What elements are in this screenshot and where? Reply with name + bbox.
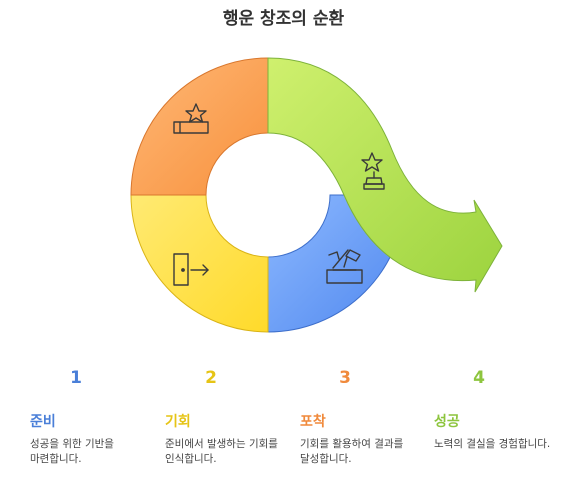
exit-door-icon bbox=[173, 253, 209, 286]
diagram-title: 행운 창조의 순환 bbox=[222, 9, 345, 29]
step-description: 준비에서 발생하는 기회를 인식합니다. bbox=[165, 438, 278, 465]
trophy-icon bbox=[361, 152, 385, 190]
cycle-diagram bbox=[130, 57, 503, 333]
step-number: 1 bbox=[70, 368, 82, 388]
segment-success-arrow bbox=[267, 57, 503, 293]
podium-star-icon bbox=[173, 103, 209, 134]
step-title: 성공 bbox=[434, 414, 460, 430]
step-title: 포착 bbox=[300, 414, 326, 430]
step-description: 성공을 위한 기반을 마련합니다. bbox=[30, 438, 114, 465]
step-description: 기회를 활용하여 결과를 달성합니다. bbox=[300, 438, 404, 465]
segment-preparation bbox=[130, 57, 269, 196]
step-title: 기회 bbox=[165, 414, 191, 430]
step-title: 준비 bbox=[30, 414, 56, 430]
step-number: 2 bbox=[205, 368, 217, 388]
segment-opportunity bbox=[130, 194, 269, 333]
toolbox-icon bbox=[326, 249, 363, 284]
step-description: 노력의 결실을 경험합니다. bbox=[434, 438, 551, 450]
step-number: 3 bbox=[339, 368, 351, 388]
step-number: 4 bbox=[473, 368, 485, 388]
